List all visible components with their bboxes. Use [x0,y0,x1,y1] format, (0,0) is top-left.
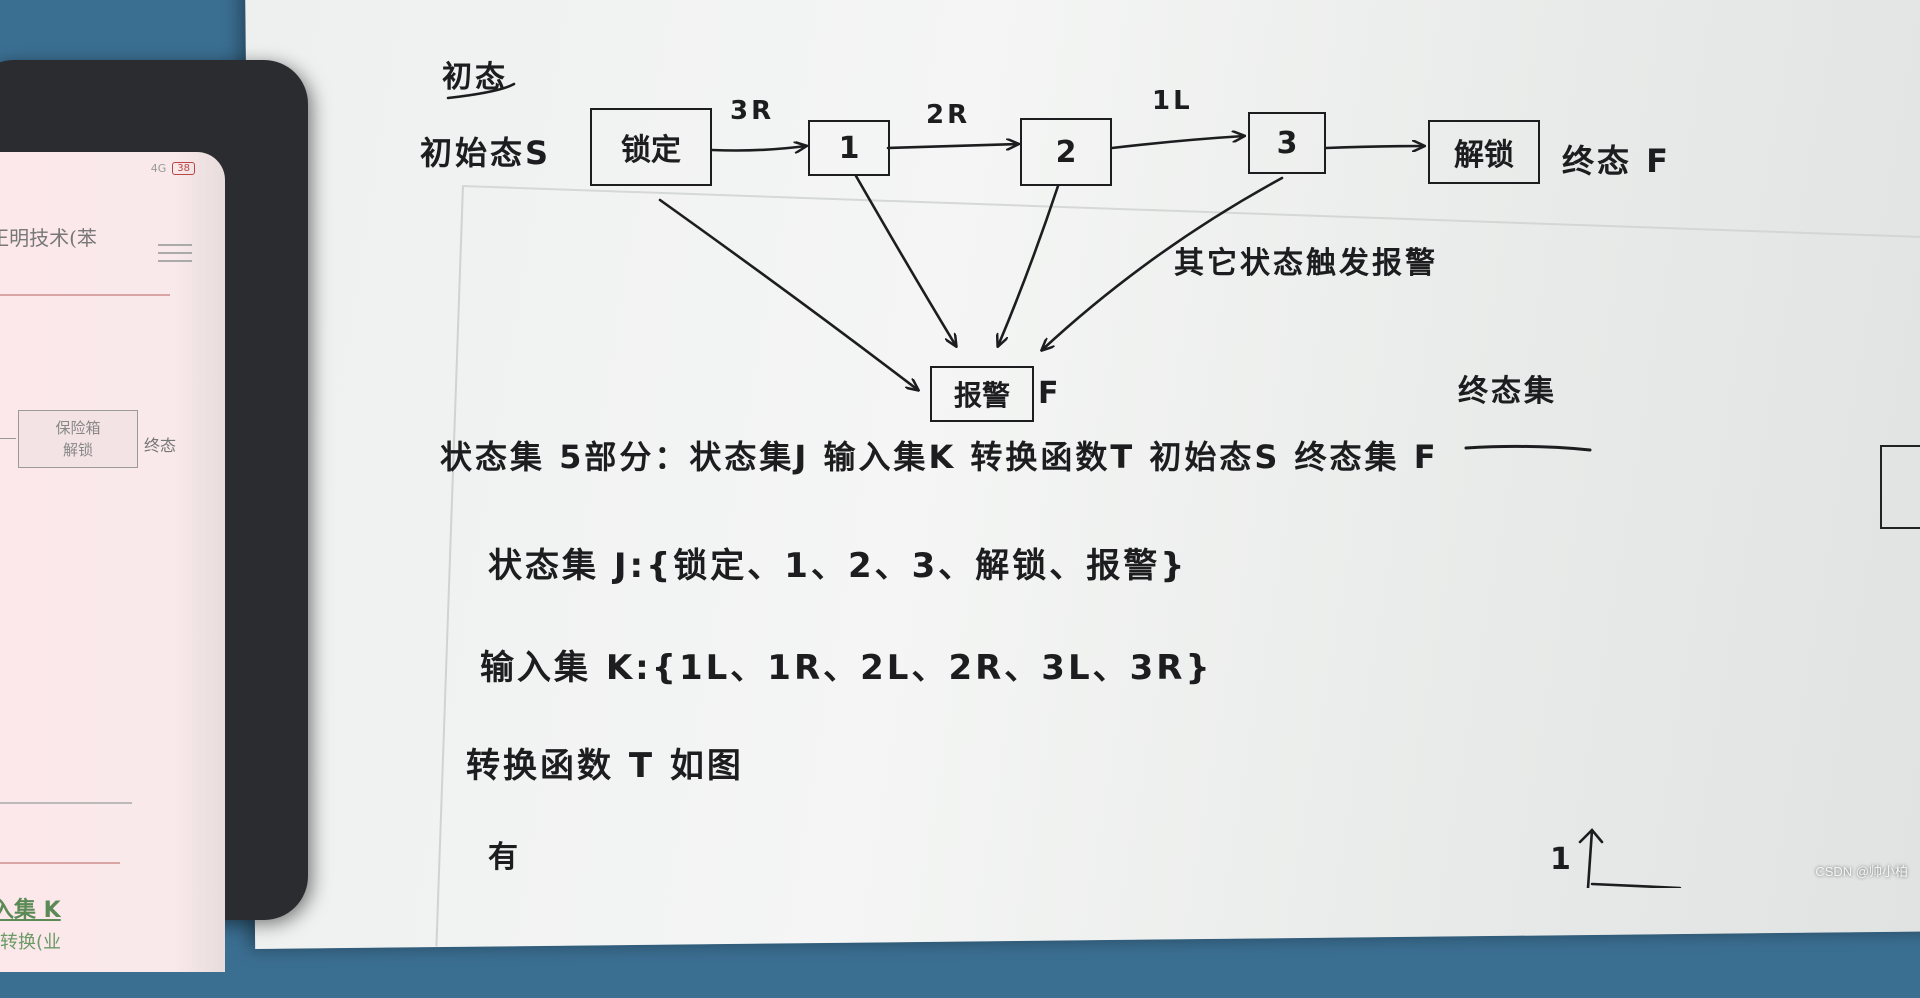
state-diagram-arrows [446,82,1682,888]
note-line-components: 状态集 5部分：状态集J 输入集K 转换函数T 初始态S 终态集 F [440,438,1439,476]
phone-diagram-box: 保险箱 解锁 [18,410,138,468]
phone-link-input-set[interactable]: 输入集 K [0,898,61,923]
phone-divider-3 [0,862,120,864]
state-locked: 锁定 [590,108,712,186]
transition-label-1l: 1L [1152,86,1193,116]
note-line-input-set: 输入集 K:{1L、1R、2L、2R、3L、3R} [480,648,1213,688]
bottom-axis-line [1590,882,1682,888]
state-2: 2 [1020,118,1112,186]
phone-box-line1: 保险箱 [55,419,101,437]
csdn-watermark: CSDN @帅小柏 [1815,864,1908,879]
phone-arrow-line [0,438,16,439]
note-line-partial: 有 [488,840,521,875]
battery-icon: 38 [172,162,195,175]
final-state-label: 终态 F [1562,142,1672,180]
state-alarm: 报警 [930,366,1034,422]
state-unlocked: 解锁 [1428,120,1540,184]
hamburger-menu-icon[interactable] [158,238,192,268]
alarm-note: 其它状态触发报警 [1174,246,1438,281]
correction-strike [446,82,516,100]
arrow-1-to-2 [886,144,1018,148]
phone-doc-title: ...正明技术(苯 [0,226,97,250]
phone-end-label: 终态 [144,436,177,455]
final-set-strike [1464,444,1592,452]
signal-icon: 4G [150,162,167,175]
phone-box-line2: 解锁 [62,441,93,459]
final-set-label: 终态集 [1458,374,1557,409]
bottom-axis-mark [1578,828,1604,888]
note-line-transition-fn: 转换函数 T 如图 [466,746,744,786]
state-1: 1 [808,120,890,176]
bottom-mark-text: 1 [1550,842,1574,877]
arrow-1-to-alarm [854,174,956,346]
transition-label-2r: 2R [926,100,971,130]
phone-divider [0,294,170,296]
partial-box-edge [1880,445,1920,529]
arrow-2-to-alarm [998,184,1060,346]
phone-screen: 4G 38 ...正明技术(苯 pt 2L 保险箱 解锁 终态 输入集 K 转换… [0,152,225,972]
transition-label-3r: 3R [730,96,775,126]
state-3: 3 [1248,112,1326,174]
phone-divider-2 [0,802,132,804]
arrow-locked-to-alarm [658,198,918,390]
phone-status-bar: 4G 38 [151,162,195,175]
arrow-locked-to-1 [710,146,806,151]
phone-link-sub: 转换(业 [0,932,62,953]
note-line-state-set: 状态集 J:{锁定、1、2、3、解锁、报警} [488,546,1188,586]
smartphone: 4G 38 ...正明技术(苯 pt 2L 保险箱 解锁 终态 输入集 K 转换… [0,60,308,972]
initial-state-label: 初始态S [420,134,552,172]
correction-text: 初态 [442,60,508,95]
alarm-final-mark: F [1038,376,1062,411]
arrow-3-to-alarm [1042,176,1284,350]
arrow-3-to-unlocked [1324,146,1424,148]
arrow-2-to-3 [1110,136,1244,150]
